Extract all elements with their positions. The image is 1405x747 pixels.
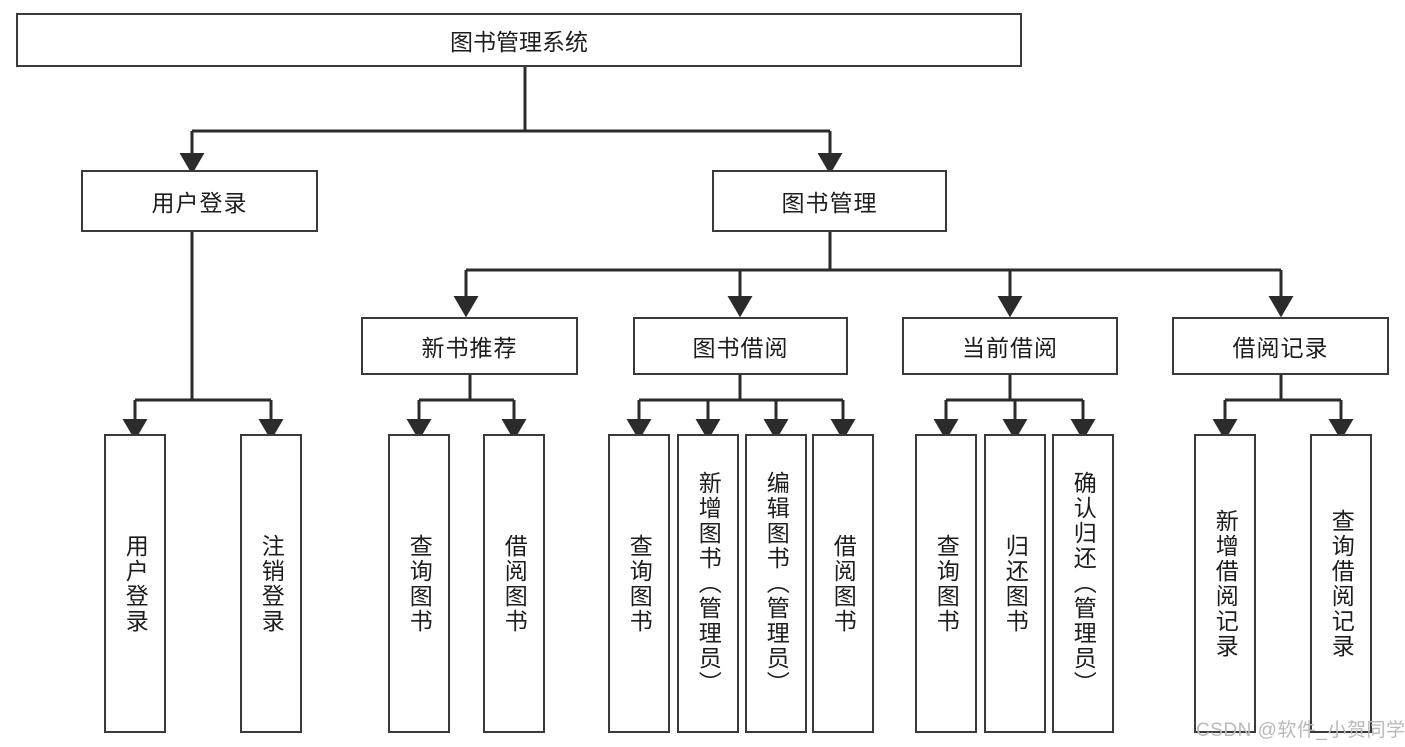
leaf-user-login-signin[interactable]: 用户登录	[104, 434, 166, 733]
leaf-current-query-book[interactable]: 查询图书	[915, 434, 977, 733]
node-user-login[interactable]: 用户登录	[81, 170, 318, 232]
leaf-user-login-logout[interactable]: 注销登录	[240, 434, 302, 733]
leaf-record-add-record[interactable]: 新增借阅记录	[1194, 434, 1256, 733]
leaf-borrow-edit-book-admin[interactable]: 编辑图书（管理员）	[745, 434, 807, 733]
leaf-borrow-borrow-book[interactable]: 借阅图书	[812, 434, 874, 733]
node-root-system[interactable]: 图书管理系统	[16, 13, 1022, 67]
leaf-current-return-book[interactable]: 归还图书	[984, 434, 1046, 733]
leaf-record-query-record[interactable]: 查询借阅记录	[1310, 434, 1372, 733]
leaf-recommend-query-book[interactable]: 查询图书	[388, 434, 450, 733]
leaf-current-confirm-return-admin[interactable]: 确认归还（管理员）	[1052, 434, 1114, 733]
node-current-borrow[interactable]: 当前借阅	[902, 317, 1118, 375]
leaf-borrow-add-book-admin[interactable]: 新增图书（管理员）	[677, 434, 739, 733]
node-book-management[interactable]: 图书管理	[712, 170, 947, 232]
node-book-borrow[interactable]: 图书借阅	[633, 317, 848, 375]
leaf-recommend-borrow-book[interactable]: 借阅图书	[483, 434, 545, 733]
leaf-borrow-query-book[interactable]: 查询图书	[608, 434, 670, 733]
node-new-book-recommend[interactable]: 新书推荐	[361, 317, 578, 375]
node-borrow-record[interactable]: 借阅记录	[1172, 317, 1389, 375]
